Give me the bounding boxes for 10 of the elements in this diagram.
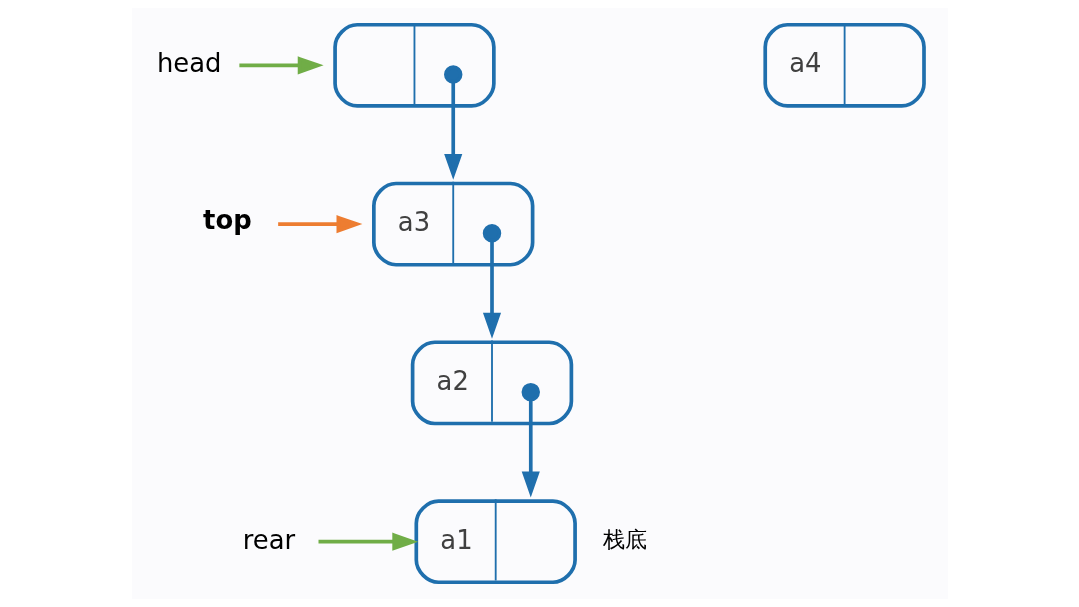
node-text: top: [202, 205, 252, 236]
arrow: [318, 532, 418, 551]
node-label: 栈底: [602, 526, 647, 553]
arrow: [238, 56, 324, 75]
node-text: head: [156, 48, 221, 79]
arrow: [521, 382, 540, 498]
node-text: rear: [242, 524, 295, 555]
arrow: [482, 224, 501, 339]
arrow: [277, 215, 362, 234]
arrow: [443, 65, 462, 180]
